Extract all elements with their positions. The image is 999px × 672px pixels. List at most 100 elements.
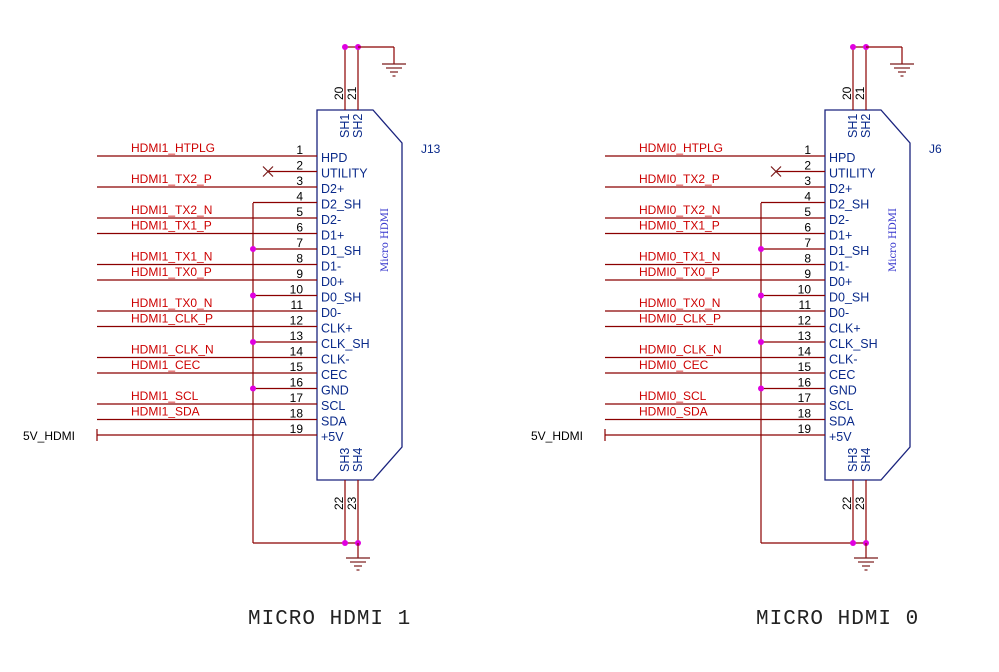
pin-name: D0+ (321, 275, 344, 289)
connector-caption: MICRO HDMI 1 (248, 608, 411, 631)
pin-name: D1_SH (829, 244, 869, 258)
pin-number: 6 (804, 221, 811, 235)
pin-row: 9D0+HDMI0_TX0_P (605, 265, 852, 289)
junction-dot (850, 44, 856, 50)
pin-name: CEC (321, 368, 347, 382)
connector-body-label: Micro HDMI (380, 208, 391, 272)
junction-dot (250, 246, 256, 252)
pin-number: 11 (291, 298, 304, 312)
junction-dot (758, 385, 764, 392)
net-label: HDMI0_CLK_N (639, 343, 722, 357)
pin-number: 15 (290, 360, 304, 374)
pin-number: 10 (290, 283, 304, 297)
pin-number: 22 (840, 496, 854, 510)
pin-number: 1 (804, 143, 811, 157)
net-label: HDMI0_CEC (639, 358, 709, 372)
pin-number: 14 (290, 345, 304, 359)
pin-name: SH4 (859, 448, 873, 472)
net-label: HDMI1_SCL (131, 389, 199, 403)
pin-number: 1 (296, 143, 303, 157)
pin-number: 5 (296, 205, 303, 219)
pin-number: 7 (804, 236, 811, 250)
junction-dot (758, 246, 764, 252)
pin-name: D0+ (829, 275, 852, 289)
pin-name: SDA (321, 415, 347, 429)
ground-symbol (382, 63, 406, 77)
pin-name: CLK+ (321, 322, 353, 336)
net-label: HDMI0_TX1_N (639, 250, 720, 264)
pin-number: 2 (804, 159, 811, 173)
pin-row: 6D1+HDMI1_TX1_P (97, 219, 344, 243)
pin-number: 8 (804, 252, 811, 266)
pin-number: 21 (853, 86, 867, 100)
pin-number: 7 (296, 236, 303, 250)
pin-name: SH1 (846, 114, 860, 138)
pin-number: 14 (798, 345, 812, 359)
pin-name: D2- (829, 213, 849, 227)
reference-designator: J6 (929, 142, 942, 156)
pin-name: SH2 (859, 114, 873, 138)
pin-number: 20 (840, 86, 854, 100)
pin-number: 5 (804, 205, 811, 219)
ground-symbol (346, 557, 370, 571)
pin-name: D1+ (829, 229, 852, 243)
pin-name: SCL (829, 399, 853, 413)
pin-number: 19 (798, 422, 812, 436)
pin-name: D2- (321, 213, 341, 227)
pin-name: D2_SH (321, 198, 361, 212)
pin-row: 3D2+HDMI0_TX2_P (605, 172, 852, 196)
pin-row: 7D1_SH (758, 236, 869, 258)
net-label: HDMI0_TX1_P (639, 219, 720, 233)
pin-name: CEC (829, 368, 855, 382)
pin-number: 23 (345, 496, 359, 510)
pin-row: 6D1+ HDMI0_TX1_P (605, 219, 852, 243)
pin-name: CLK- (829, 353, 857, 367)
net-label: HDMI0_HTPLG (639, 141, 723, 155)
pin-name: D0_SH (829, 291, 869, 305)
pin-number: 8 (296, 252, 303, 266)
pin-number: 23 (853, 496, 867, 510)
ground-symbol (890, 63, 914, 77)
pin-row: 5D2-HDMI0_TX2_N (605, 203, 849, 227)
junction-dot (250, 339, 256, 345)
pin-number: 16 (290, 376, 304, 390)
pin-name: D2+ (829, 182, 852, 196)
connector-body (824, 109, 911, 481)
pin-number: 12 (290, 314, 304, 328)
connector-body-label: Micro HDMI (888, 208, 899, 272)
pin-name: D2+ (321, 182, 344, 196)
pin-name: D0- (829, 306, 849, 320)
net-label: HDMI0_TX0_P (639, 265, 720, 279)
pin-number: 21 (345, 86, 359, 100)
pin-name: SH1 (338, 114, 352, 138)
pin-number: 18 (290, 407, 304, 421)
pin-name: D0- (321, 306, 341, 320)
pin-name: CLK_SH (829, 337, 878, 351)
pin-name: D0_SH (321, 291, 361, 305)
net-label: HDMI0_TX2_P (639, 172, 720, 186)
net-label: HDMI0_SDA (639, 405, 708, 419)
pin-name: UTILITY (321, 167, 368, 181)
pin-row: 7D1_SH (250, 236, 361, 258)
pin-number: 13 (290, 329, 304, 343)
pin-name: CLK- (321, 353, 349, 367)
junction-dot (850, 540, 856, 546)
pin-name: SCL (321, 399, 345, 413)
connector-caption: MICRO HDMI 0 (756, 608, 919, 631)
pin-row: 8D1-HDMI0_TX1_N (605, 250, 849, 274)
pin-name: HPD (321, 151, 347, 165)
pin-number: 9 (296, 267, 303, 281)
